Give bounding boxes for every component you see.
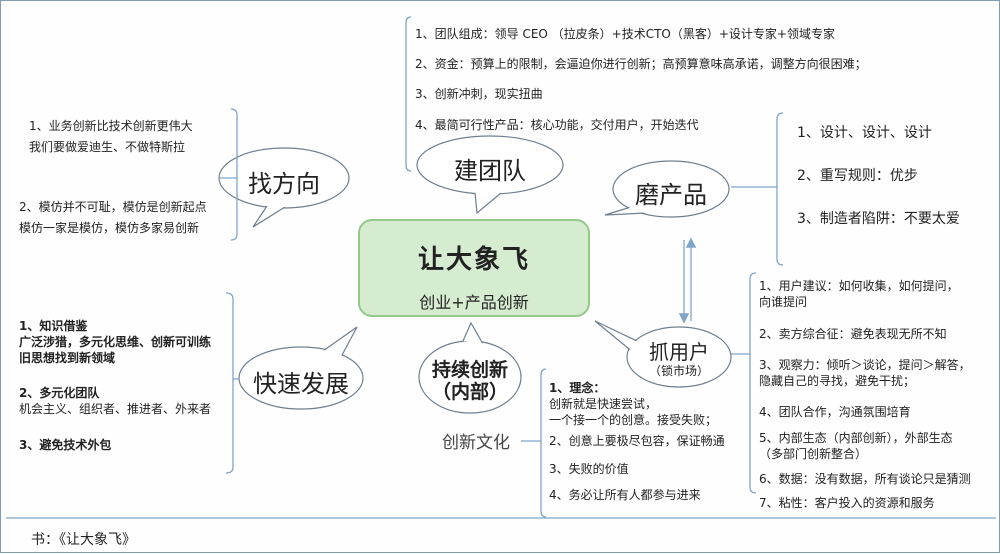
team-item-2: 2、资金：预算上的限制，会逼迫你进行创新；高预算意味高承诺，调整方向很困难； — [415, 57, 867, 71]
growth-item-2-line1: 2、多元化团队 — [19, 386, 100, 400]
direction-item-1-line1: 1、业务创新比技术创新更伟大 — [29, 119, 193, 133]
growth-item-3: 3、避免技术外包 — [19, 438, 112, 452]
innovation-item-2: 2、创意上要极尽包容，保证畅通 — [549, 434, 725, 448]
innovation-label-line2: （内部） — [431, 381, 508, 403]
growth-label: 快速发展 — [253, 370, 349, 398]
growth-item-1-line3: 旧思想找到新领域 — [19, 351, 116, 365]
user-item-1-line2: 向谁提问 — [759, 295, 808, 309]
user-item-3-line1: 3、观察力：倾听＞谈论，提问＞解答， — [759, 358, 971, 372]
users-label-line1: 抓用户 — [649, 340, 709, 364]
direction-label: 找方向 — [248, 170, 320, 198]
central-node: 让大象飞 创业+产品创新 — [358, 219, 590, 317]
team-bracket — [405, 16, 412, 172]
users-label: 抓用户 （锁市场） — [629, 341, 729, 379]
product-label: 磨产品 — [635, 181, 707, 209]
growth-item-2-line2: 机会主义、组织者、推进者、外来者 — [19, 402, 212, 416]
team-item-4: 4、最简可行性产品：核心功能，交付用户，开始迭代 — [415, 118, 699, 132]
growth-item-1-line2: 广泛涉猎，多元化思维、创新可训练 — [19, 335, 212, 349]
innovation-culture-label: 创新文化 — [442, 433, 510, 453]
direction-item-2-line1: 2、模仿并不可耻，模仿是创新起点 — [19, 200, 207, 214]
innovation-item-1-title: 1、理念： — [549, 381, 606, 395]
innovation-label: 持续创新 （内部） — [420, 359, 520, 403]
user-item-7: 7、粘性：客户投入的资源和服务 — [759, 496, 935, 510]
book-footer: 书：《让大象飞》 — [31, 532, 136, 548]
growth-item-1-line1: 1、知识借鉴 — [19, 319, 88, 333]
team-label: 建团队 — [454, 157, 526, 185]
direction-bracket — [230, 108, 238, 241]
innovation-item-1-line3: 一个接一个的创意。接受失败； — [549, 413, 718, 427]
growth-bracket — [225, 292, 234, 474]
product-item-1: 1、设计、设计、设计 — [797, 125, 932, 141]
innovation-item-1-line2: 创新就是快速尝试， — [549, 397, 658, 411]
central-title: 让大象飞 — [417, 245, 530, 275]
users-bracket — [749, 272, 757, 494]
innovation-item-3: 3、失败的价值 — [549, 462, 629, 476]
direction-item-2-line2: 模仿一家是模仿，模仿多家易创新 — [19, 221, 200, 235]
users-label-line2: （锁市场） — [648, 364, 709, 378]
innovation-label-line1: 持续创新 — [431, 359, 508, 381]
user-item-6: 6、数据：没有数据，所有谈论只是猜测 — [759, 472, 971, 486]
central-subtitle: 创业+产品创新 — [419, 293, 529, 312]
product-item-2: 2、重写规则：优步 — [797, 168, 918, 184]
user-item-5-line1: 5、内部生态（内部创新），外部生态 — [759, 431, 953, 445]
team-item-1: 1、团队组成：领导 CEO （拉皮条）+技术CTO（黑客）+设计专家+领域专家 — [415, 27, 835, 41]
user-item-2: 2、卖方综合征：避免表现无所不知 — [759, 327, 947, 341]
user-item-1-line1: 1、用户建议：如何收集，如何提问， — [759, 279, 959, 293]
direction-item-1-line2: 我们要做爱迪生、不做特斯拉 — [29, 140, 186, 154]
innovation-bracket — [540, 368, 547, 518]
product-item-3: 3、制造者陷阱：不要太爱 — [797, 211, 960, 227]
innovation-item-4: 4、务必让所有人都参与进来 — [549, 488, 701, 502]
user-item-3-line2: 隐藏自己的寻找，避免干扰； — [759, 374, 916, 388]
team-item-3: 3、创新冲刺，现实扭曲 — [415, 87, 543, 101]
product-bracket — [776, 112, 784, 266]
user-item-5-line2: （多部门创新整合） — [759, 447, 868, 461]
user-item-4: 4、团队合作，沟通氛围培育 — [759, 405, 911, 419]
